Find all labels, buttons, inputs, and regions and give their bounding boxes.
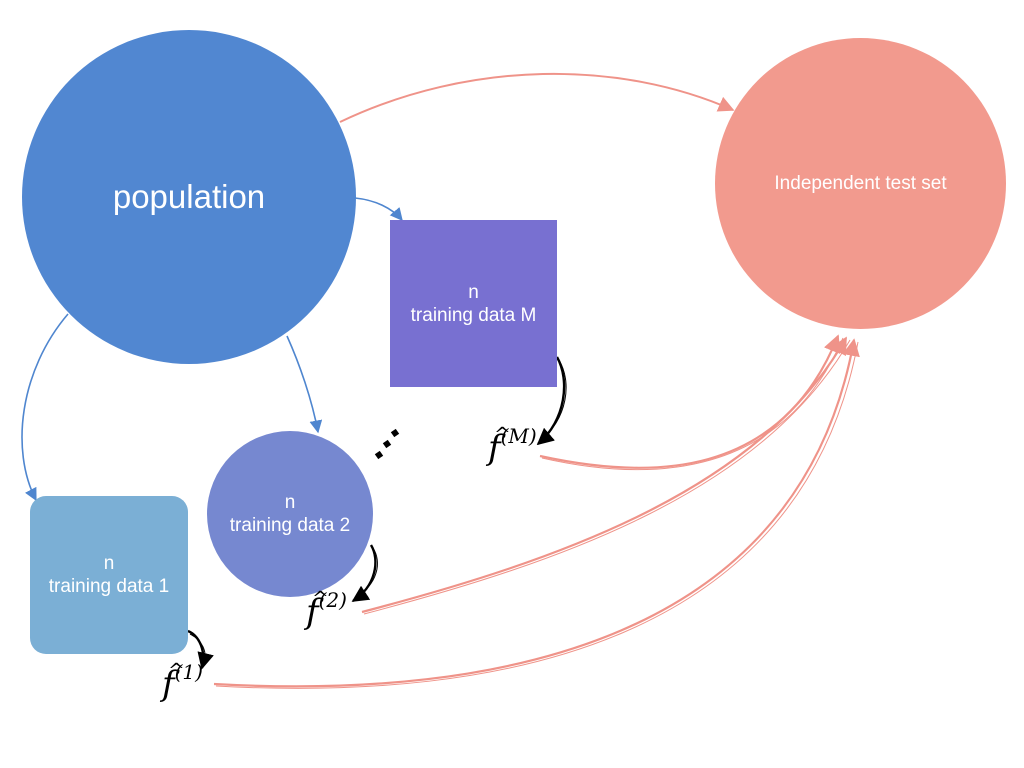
population-node: population: [22, 30, 356, 364]
arrow-population-to-training-1: [21, 313, 69, 502]
arrow-training-1-to-fhat-1: [187, 629, 214, 670]
training-data-m-node: n training data M: [390, 220, 557, 387]
arrow-training-2-to-fhat-2: [351, 544, 378, 603]
arrow-fhat-m-to-test-set: [539, 334, 844, 471]
arrow-fhat-1-to-test-set: [213, 338, 860, 689]
ellipsis-dots: [374, 428, 400, 460]
arrow-population-to-test-set: [339, 72, 735, 123]
estimator-f-hat-m: ^f(M): [488, 422, 537, 468]
training-1-label: training data 1: [48, 576, 170, 597]
arrow-population-to-training-m: [354, 197, 403, 221]
test-set-label: Independent test set: [774, 172, 947, 194]
estimator-f-hat-1: ^f(1): [162, 658, 203, 704]
training-m-n: n: [468, 281, 479, 303]
arrow-population-to-training-2: [286, 335, 323, 434]
arrow-training-m-to-fhat-m: [536, 356, 567, 446]
training-1-n: n: [103, 553, 115, 574]
population-label: population: [112, 178, 266, 215]
training-data-2-node: n training data 2: [207, 431, 373, 597]
training-data-1-node: n training data 1: [30, 496, 188, 654]
training-2-label: training data 2: [229, 515, 351, 536]
estimator-f-hat-2: ^f(2): [306, 586, 347, 632]
test-set-node: Independent test set: [715, 38, 1006, 329]
training-2-n: n: [284, 492, 296, 513]
training-m-label: training data M: [410, 304, 537, 326]
arrow-fhat-2-to-test-set: [361, 336, 851, 615]
